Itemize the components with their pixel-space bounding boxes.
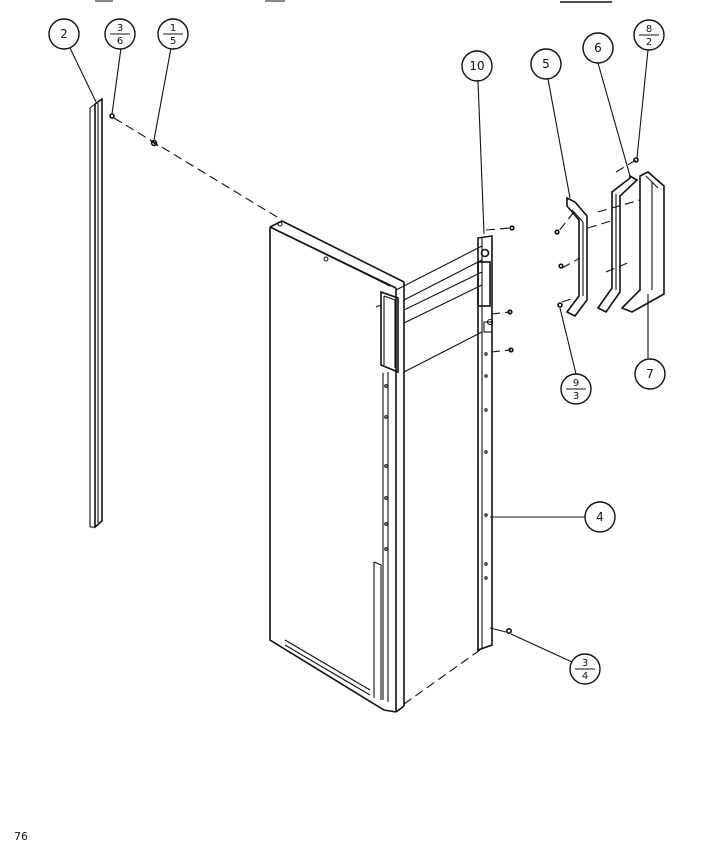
svg-text:4: 4 (582, 671, 588, 682)
callout-1-5: 1 5 (157, 18, 189, 50)
svg-text:2: 2 (646, 37, 652, 48)
screw-icon (505, 627, 512, 634)
svg-text:2: 2 (60, 27, 68, 41)
svg-text:3: 3 (573, 391, 579, 402)
svg-text:10: 10 (469, 59, 484, 73)
screw-icon (109, 113, 115, 119)
hinge-strip (477, 235, 507, 652)
leader-lines (69, 47, 649, 663)
bracket-6 (596, 174, 639, 314)
assembly-lines (113, 117, 641, 705)
top-hinge-rail (395, 245, 483, 373)
svg-text:3: 3 (582, 658, 588, 669)
callout-5: 5 (530, 48, 562, 80)
screw-icon (509, 225, 515, 231)
svg-text:7: 7 (646, 367, 654, 381)
bracket-7 (620, 171, 665, 313)
svg-text:4: 4 (596, 510, 604, 524)
screws (109, 113, 639, 634)
svg-text:6: 6 (117, 36, 123, 47)
svg-text:6: 6 (594, 41, 602, 55)
callout-3-6: 3 6 (104, 18, 136, 50)
svg-text:8: 8 (646, 24, 652, 35)
svg-text:1: 1 (170, 23, 176, 34)
top-edge-marks (95, 0, 612, 3)
callout-3-4: 3 4 (569, 653, 601, 685)
screw-icon (557, 302, 563, 308)
svg-text:5: 5 (170, 36, 176, 47)
callout-9-3: 9 3 (560, 373, 592, 405)
page-number: 76 (14, 830, 28, 843)
callout-4: 4 (584, 501, 616, 533)
callout-2: 2 (48, 18, 80, 50)
screw-icon (554, 229, 560, 235)
svg-text:9: 9 (573, 378, 579, 389)
bracket-5 (565, 196, 588, 318)
svg-text:3: 3 (117, 23, 123, 34)
callout-6: 6 (582, 32, 614, 64)
screw-icon (558, 263, 564, 269)
callout-10: 10 (461, 50, 493, 82)
callout-7: 7 (634, 358, 666, 390)
callout-8-2: 8 2 (633, 19, 665, 51)
screw-icon (633, 157, 639, 163)
svg-text:5: 5 (542, 57, 550, 71)
door-panel (269, 220, 405, 713)
gasket-strip (89, 97, 103, 529)
